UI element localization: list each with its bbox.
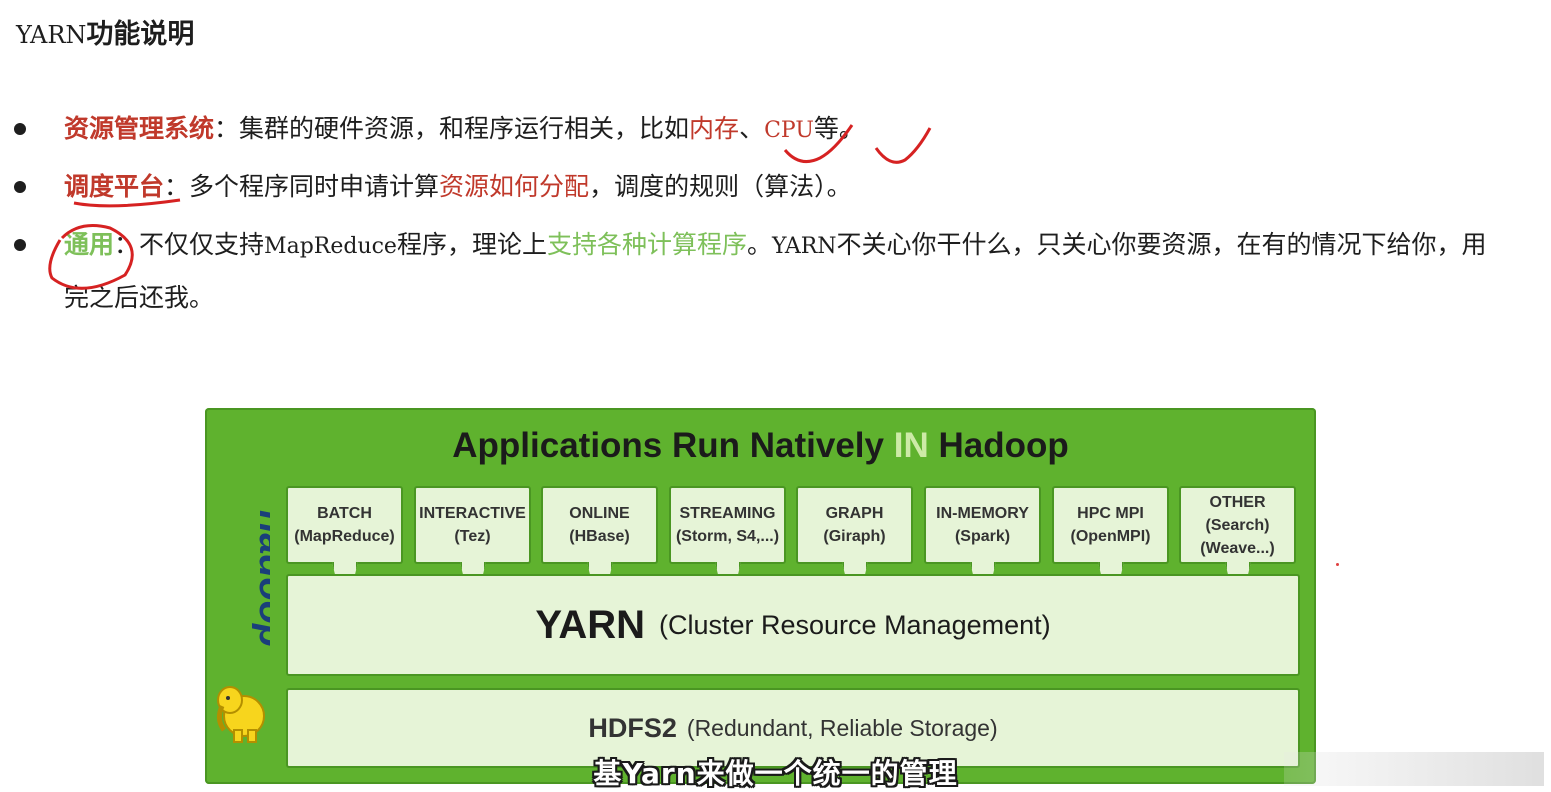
hdfs-layer-subtitle: (Redundant, Reliable Storage)	[686, 714, 998, 741]
bullet-text-end: 不关心你干什么，只关心你要资源，在有的情况下给你，用完之后还我。	[64, 230, 1487, 312]
app-box: ONLINE (HBase)	[541, 486, 658, 564]
app-box-line3: (Weave...)	[1200, 539, 1275, 557]
term-resource-management: 资源管理系统	[64, 114, 215, 143]
bullet-text: 集群的硬件资源，和程序运行相关，比如	[239, 114, 690, 143]
bullet-dot	[14, 181, 26, 193]
hdfs-layer-title: HDFS2	[588, 712, 677, 743]
bullet-dot	[14, 123, 26, 135]
yarn-layer-subtitle: (Cluster Resource Management)	[659, 609, 1051, 640]
app-box-line1: STREAMING	[679, 505, 776, 522]
hadoop-logo-text: hadoop	[251, 510, 270, 647]
title-prefix: YARN	[16, 21, 87, 49]
app-box: BATCH (MapReduce)	[286, 486, 403, 564]
app-box-line2: (Storm, S4,...)	[675, 528, 780, 545]
yarn-layer-title: YARN	[535, 602, 645, 647]
bullet-scheduling-platform: 调度平台：多个程序同时申请计算资源如何分配，调度的规则（算法）。	[14, 161, 1504, 212]
app-box-line1: IN-MEMORY	[936, 505, 1029, 522]
app-box-line2: (HBase)	[569, 528, 630, 545]
diagram-title: Applications Run Natively IN Hadoop	[205, 426, 1316, 466]
stray-dot	[1336, 563, 1339, 566]
app-box-line1: OTHER	[1209, 493, 1266, 511]
highlight-all-programs: 支持各种计算程序	[546, 230, 747, 259]
page-title: YARN功能说明	[16, 12, 194, 51]
app-box-line1: BATCH	[317, 505, 372, 522]
bullet-text: 不仅仅支持	[139, 230, 265, 259]
bullet-text: 多个程序同时申请计算	[189, 172, 440, 201]
diagram-title-a: Applications Run Natively	[452, 426, 884, 465]
colon: ：	[164, 172, 190, 201]
bullet-text-end: ，调度的规则（算法）。	[589, 172, 852, 201]
diagram-title-in: IN	[893, 426, 929, 465]
app-box-line1: ONLINE	[569, 505, 630, 522]
hdfs-layer: HDFS2 (Redundant, Reliable Storage)	[286, 688, 1300, 768]
separator: 、	[739, 114, 765, 143]
colon: ：	[214, 114, 240, 143]
app-box-line1: GRAPH	[825, 505, 884, 522]
mapreduce-text: MapReduce	[264, 234, 397, 259]
diagram-title-b: Hadoop	[938, 426, 1069, 465]
app-box: IN-MEMORY (Spark)	[924, 486, 1041, 564]
app-box-line2: (OpenMPI)	[1070, 528, 1151, 545]
highlight-memory: 内存	[689, 114, 740, 143]
hadoop-elephant-icon	[216, 686, 265, 743]
period: 。	[746, 230, 772, 259]
bullet-text-end: 等。	[813, 114, 864, 143]
bullet-dot	[14, 239, 26, 251]
app-box: HPC MPI (OpenMPI)	[1052, 486, 1169, 564]
video-subtitle: 基Yarn来做一个统一的管理	[593, 757, 958, 790]
app-box-line1: HPC MPI	[1077, 505, 1144, 522]
bullet-general-purpose: 通用：不仅仅支持MapReduce程序，理论上支持各种计算程序。YARN不关心你…	[14, 219, 1504, 323]
app-box-line2: (Giraph)	[823, 528, 886, 545]
app-box-line1: INTERACTIVE	[419, 505, 526, 522]
term-scheduling-platform: 调度平台	[64, 172, 165, 201]
hadoop-logo: hadoop	[251, 510, 270, 647]
app-box-line2: (Tez)	[454, 528, 491, 545]
app-box: INTERACTIVE (Tez)	[414, 486, 531, 564]
highlight-allocation: 资源如何分配	[439, 172, 590, 201]
yarn-text: YARN	[772, 234, 837, 259]
app-box-line2: (Search)	[1205, 516, 1270, 534]
watermark	[1284, 752, 1544, 786]
app-box-line2: (Spark)	[954, 528, 1011, 545]
bullet-text: 程序，理论上	[396, 230, 547, 259]
highlight-cpu: CPU	[764, 118, 814, 143]
term-general-purpose: 通用	[64, 230, 115, 259]
title-rest: 功能说明	[86, 19, 195, 50]
app-box: GRAPH (Giraph)	[796, 486, 913, 564]
app-box-line2: (MapReduce)	[294, 528, 395, 545]
bullet-resource-management: 资源管理系统：集群的硬件资源，和程序运行相关，比如内存、CPU等。	[14, 103, 1504, 156]
colon: ：	[114, 230, 140, 259]
app-box: STREAMING (Storm, S4,...)	[669, 486, 786, 564]
app-box: OTHER (Search) (Weave...)	[1179, 486, 1296, 564]
yarn-layer: YARN (Cluster Resource Management)	[286, 574, 1300, 676]
